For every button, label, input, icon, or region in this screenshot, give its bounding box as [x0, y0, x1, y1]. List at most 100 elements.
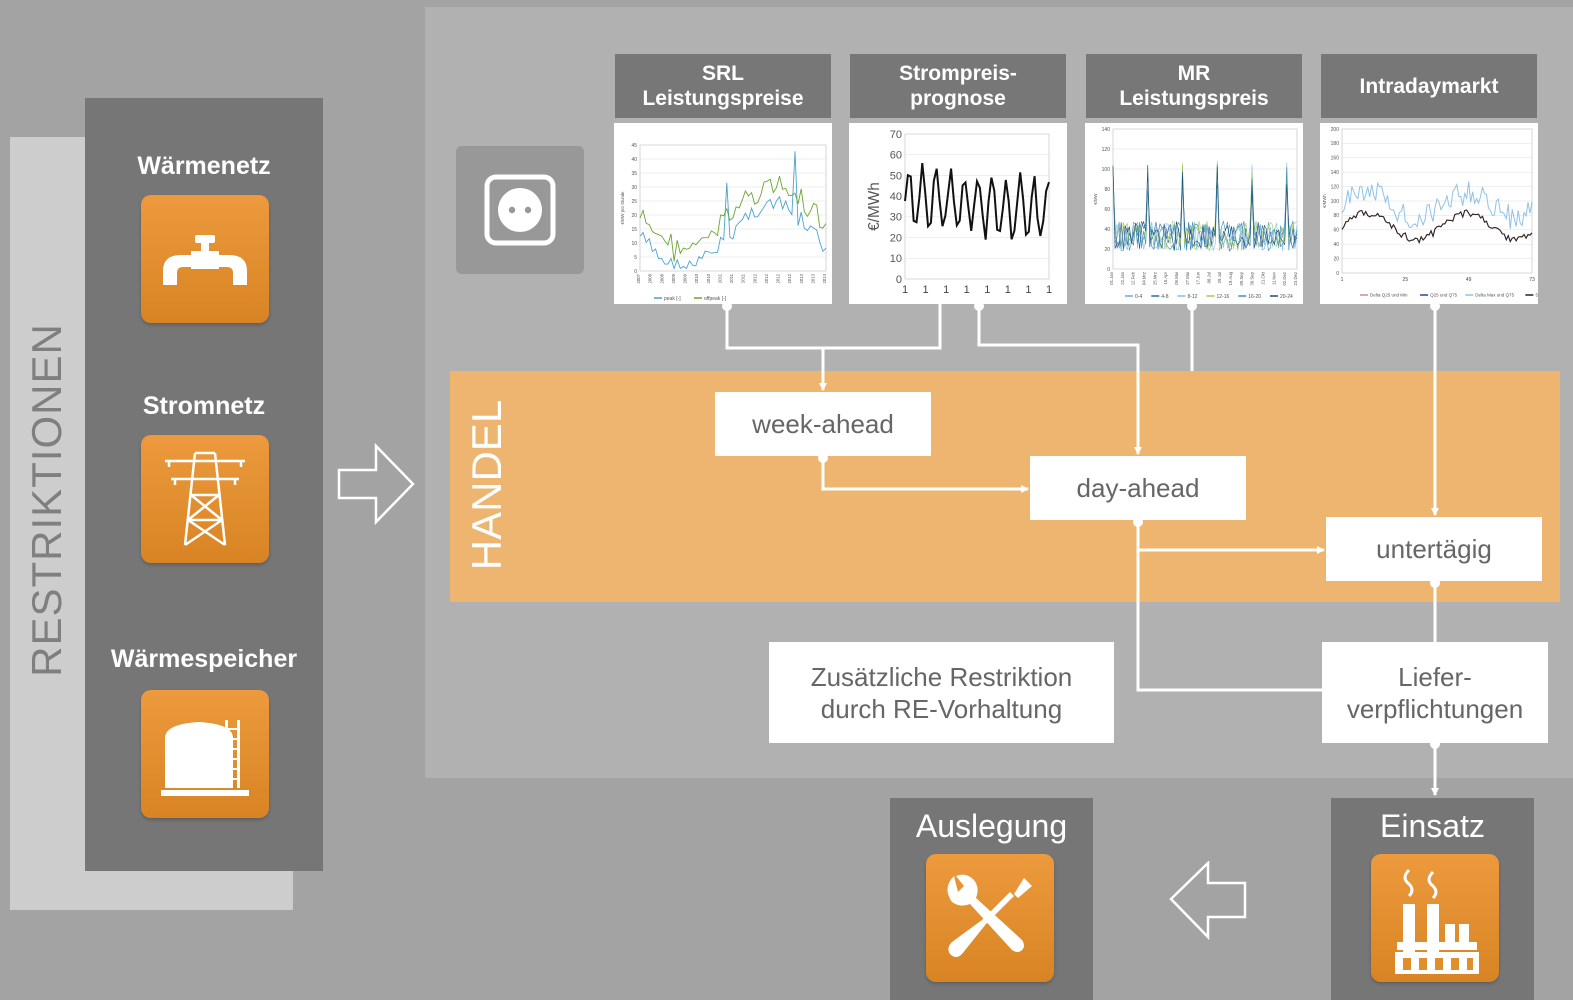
series-peak — [639, 151, 827, 270]
extra-restriction-line1: Zusätzliche Restriktion — [810, 661, 1073, 692]
legend-label: Delta Max und Q75 — [1475, 293, 1514, 298]
y-tick-label: 100 — [1102, 167, 1111, 173]
series-mr — [1112, 165, 1298, 250]
x-tick-label: 2010 — [694, 273, 699, 283]
series-offpeak — [639, 176, 827, 262]
x-tick-label: 2011 — [729, 273, 734, 283]
y-tick-label: 20 — [1333, 256, 1339, 262]
x-tick-label: 2009 — [683, 273, 688, 283]
flow-arrow-right-icon — [336, 442, 416, 526]
x-tick-label: 08.Jul — [1206, 272, 1211, 283]
x-tick-label: 1 — [1046, 284, 1052, 296]
y-tick-label: 20 — [631, 213, 637, 219]
x-tick-label: 2007 — [636, 273, 641, 283]
x-tick-label: 02.Dez — [1282, 272, 1287, 285]
legend-label: 12-16 — [1217, 294, 1230, 300]
x-tick-label: 2011 — [717, 273, 722, 283]
y-tick-label: 60 — [1104, 207, 1110, 213]
einsatz-title: Einsatz — [1380, 808, 1485, 844]
legend-label: 8-12 — [1188, 294, 1198, 300]
x-tick-label: 21.Okt — [1261, 271, 1266, 284]
x-tick-label: 73 — [1529, 277, 1535, 283]
handel-label: HANDEL — [463, 399, 510, 571]
x-tick-label: 01.Jan — [1109, 271, 1114, 284]
liefer-line1: Liefer- — [1398, 661, 1472, 692]
day-ahead-box: day-ahead — [1030, 456, 1246, 520]
restrictions-label: RESTRIKTIONEN — [23, 323, 70, 677]
y-tick-label: 0 — [634, 269, 637, 275]
y-tick-label: 80 — [1333, 213, 1339, 219]
x-tick-label: 2012 — [787, 273, 792, 283]
x-tick-label: 1 — [902, 284, 908, 296]
y-axis-label: €/MWh — [866, 182, 883, 231]
untertaegig-box: untertägig — [1326, 517, 1542, 581]
strompreis-header-line1: Strompreis- — [899, 62, 1017, 85]
power-socket-icon — [456, 146, 584, 274]
y-tick-label: 0 — [1336, 271, 1339, 277]
mr-header-line2: Leistungspreis — [1119, 87, 1269, 110]
x-tick-label: 2013 — [810, 273, 815, 283]
plot-area — [639, 144, 827, 272]
restrictions-panel: Wärmenetz Stromnetz — [85, 98, 323, 871]
y-tick-label: 40 — [1104, 227, 1110, 233]
y-tick-label: 0 — [1107, 267, 1110, 273]
series-mr — [1112, 162, 1298, 251]
legend-label: 20-24 — [1280, 294, 1293, 300]
x-tick-label: 2008 — [659, 273, 664, 283]
y-tick-label: 200 — [1331, 127, 1340, 133]
y-tick-label: 100 — [1331, 199, 1340, 205]
x-tick-label: 25 — [1403, 277, 1409, 283]
x-tick-label: 09.Sep — [1239, 271, 1244, 285]
x-tick-label: 1 — [1341, 277, 1344, 283]
pipe-valve-icon — [141, 195, 269, 323]
y-tick-label: 120 — [1102, 147, 1111, 153]
intraday-header-line1: Intradaymarkt — [1359, 74, 1499, 98]
legend-label: 4-8 — [1161, 294, 1168, 300]
x-tick-label: 2013 — [822, 273, 827, 283]
x-tick-label: 29.Jul — [1217, 272, 1222, 283]
x-tick-label: 17.Jun — [1196, 271, 1201, 284]
y-tick-label: 70 — [890, 129, 902, 141]
srl-header-line1: SRL — [702, 62, 744, 85]
x-tick-label: 2009 — [671, 273, 676, 283]
series-upper — [1341, 181, 1533, 230]
y-tick-label: 40 — [890, 191, 902, 203]
week-ahead-box: week-ahead — [715, 392, 931, 456]
y-tick-label: 20 — [1104, 247, 1110, 253]
x-tick-label: 11.Nov — [1271, 271, 1276, 285]
x-tick-label: 1 — [923, 284, 929, 296]
legend-label: Delta Q25 und Min — [1370, 293, 1408, 298]
y-tick-label: 30 — [890, 212, 902, 224]
flow-arrow-left-icon — [1168, 860, 1248, 941]
y-tick-label: 0 — [896, 274, 902, 286]
series-spot — [1341, 209, 1533, 244]
x-tick-label: 25.Mrz — [1152, 272, 1157, 285]
y-tick-label: 140 — [1102, 127, 1111, 133]
x-tick-label: 04.Mrz — [1141, 272, 1146, 285]
y-tick-label: 20 — [890, 232, 902, 244]
x-tick-label: 06.Mai — [1174, 272, 1179, 285]
plot-area — [1112, 128, 1298, 270]
x-tick-label: 12.Feb — [1131, 271, 1136, 285]
y-tick-label: 25 — [631, 199, 637, 205]
x-tick-label: 2013 — [799, 273, 804, 283]
x-tick-label: 1 — [943, 284, 949, 296]
y-tick-label: 10 — [631, 241, 637, 247]
x-tick-label: 15.Apr — [1163, 271, 1168, 284]
y-tick-label: 10 — [890, 253, 902, 265]
x-tick-label: 49 — [1466, 277, 1472, 283]
y-axis-label: €/MWh — [1322, 194, 1327, 208]
y-axis-label: €/MW — [1093, 193, 1098, 204]
y-tick-label: 15 — [631, 227, 637, 233]
series-mr — [1112, 163, 1298, 252]
y-tick-label: 180 — [1331, 141, 1340, 147]
auslegung-panel: Auslegung — [890, 798, 1093, 1000]
x-tick-label: 2012 — [752, 273, 757, 283]
legend-label: 16-20 — [1248, 294, 1261, 300]
y-tick-label: 60 — [1333, 228, 1339, 234]
